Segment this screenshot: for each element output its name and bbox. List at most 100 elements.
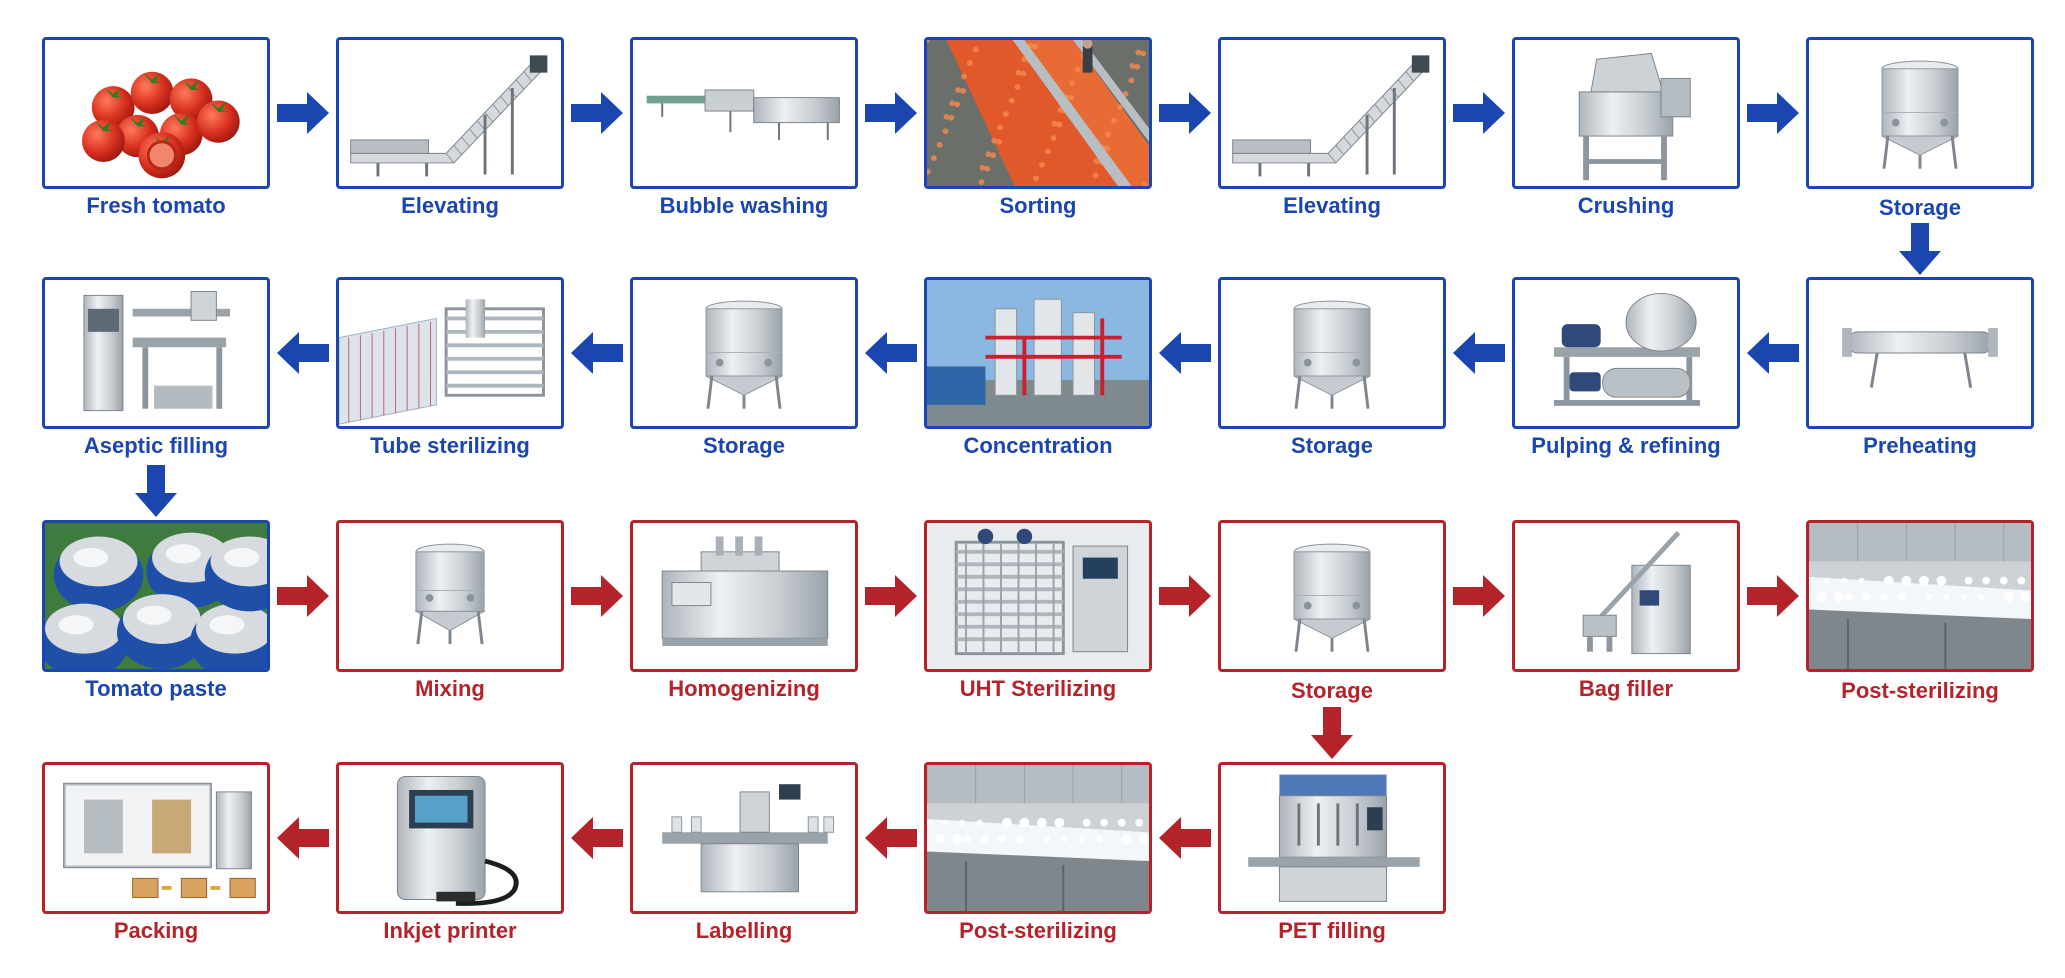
step-box-concentration — [924, 277, 1152, 429]
step-label-elevating-2: Elevating — [1283, 193, 1381, 218]
mixing-tank-icon — [414, 543, 486, 645]
inkjet-printer-icon — [396, 776, 519, 906]
arrow-uht-sterilizing-to-storage-4 — [1159, 575, 1211, 617]
arrow-elevating-2-to-crushing — [1453, 92, 1505, 134]
arrow-elevating-1-to-bubble-washing — [571, 92, 623, 134]
step-box-packing — [42, 762, 270, 914]
step-label-inkjet-printer: Inkjet printer — [383, 918, 517, 943]
arrow-storage-4-to-pet-filling — [1311, 707, 1353, 759]
tank-icon — [1293, 300, 1371, 409]
step-label-preheating: Preheating — [1863, 433, 1977, 458]
step-box-fresh-tomato — [42, 37, 270, 189]
uht-sterilizer-icon — [927, 523, 1149, 669]
step-label-storage-1: Storage — [1879, 195, 1961, 220]
step-label-tomato-paste: Tomato paste — [85, 676, 227, 701]
arrow-homogenizing-to-uht-sterilizing — [865, 575, 917, 617]
step-label-storage-3: Storage — [703, 433, 785, 458]
evaporator-photo-icon — [927, 280, 1149, 426]
tube-sterilizer-icon — [339, 299, 545, 425]
conveyor-elevator-icon — [1232, 55, 1430, 177]
step-label-crushing: Crushing — [1577, 193, 1675, 218]
arrow-sorting-to-elevating-2 — [1159, 92, 1211, 134]
step-label-sorting: Sorting — [999, 193, 1077, 218]
drums-photo-icon — [45, 523, 267, 669]
step-box-inkjet-printer — [336, 762, 564, 914]
step-label-uht-sterilizing: UHT Sterilizing — [959, 676, 1117, 701]
step-box-post-sterilizing-1 — [1806, 520, 2034, 672]
step-label-storage-4: Storage — [1291, 678, 1373, 703]
step-label-pet-filling: PET filling — [1278, 918, 1386, 943]
pulper-icon — [1553, 292, 1700, 406]
labeller-icon — [662, 784, 835, 893]
bag-filler-icon — [1582, 530, 1691, 655]
step-box-storage-4 — [1218, 520, 1446, 672]
step-box-labelling — [630, 762, 858, 914]
arrow-crushing-to-storage-1 — [1747, 92, 1799, 134]
arrow-pulping-refining-to-storage-2 — [1453, 332, 1505, 374]
arrow-inkjet-printer-to-packing — [277, 817, 329, 859]
tube-heater-icon — [1842, 328, 1998, 388]
water-bath-photo-icon — [1809, 523, 2031, 669]
step-label-pulping-refining: Pulping & refining — [1531, 433, 1721, 458]
arrow-preheating-to-pulping-refining — [1747, 332, 1799, 374]
step-label-bubble-washing: Bubble washing — [659, 193, 829, 218]
arrow-pet-filling-to-post-sterilizing-2 — [1159, 817, 1211, 859]
arrow-fresh-tomato-to-elevating-1 — [277, 92, 329, 134]
step-box-crushing — [1512, 37, 1740, 189]
step-box-homogenizing — [630, 520, 858, 672]
conveyor-elevator-icon — [350, 55, 548, 177]
step-box-storage-2 — [1218, 277, 1446, 429]
step-label-labelling: Labelling — [695, 918, 793, 943]
step-box-elevating-2 — [1218, 37, 1446, 189]
step-box-bag-filler — [1512, 520, 1740, 672]
step-box-uht-sterilizing — [924, 520, 1152, 672]
arrow-storage-2-to-concentration — [1159, 332, 1211, 374]
arrow-concentration-to-storage-3 — [865, 332, 917, 374]
tomatoes-icon — [82, 71, 240, 179]
step-label-tube-sterilizing: Tube sterilizing — [370, 433, 530, 458]
washing-line-icon — [646, 89, 840, 140]
step-box-preheating — [1806, 277, 2034, 429]
crusher-icon — [1578, 52, 1691, 181]
step-box-mixing — [336, 520, 564, 672]
step-box-tube-sterilizing — [336, 277, 564, 429]
arrow-storage-1-to-preheating — [1899, 223, 1941, 275]
arrow-tube-sterilizing-to-aseptic-filling — [277, 332, 329, 374]
step-label-concentration: Concentration — [963, 433, 1113, 458]
arrow-storage-4-to-bag-filler — [1453, 575, 1505, 617]
step-label-post-sterilizing-2: Post-sterilizing — [959, 918, 1117, 943]
step-label-storage-2: Storage — [1291, 433, 1373, 458]
step-box-sorting — [924, 37, 1152, 189]
arrow-storage-3-to-tube-sterilizing — [571, 332, 623, 374]
step-box-storage-1 — [1806, 37, 2034, 189]
step-label-elevating-1: Elevating — [401, 193, 499, 218]
step-label-fresh-tomato: Fresh tomato — [86, 193, 226, 218]
step-box-bubble-washing — [630, 37, 858, 189]
tank-icon — [705, 300, 783, 409]
step-box-post-sterilizing-2 — [924, 762, 1152, 914]
step-label-bag-filler: Bag filler — [1578, 676, 1674, 701]
step-box-pet-filling — [1218, 762, 1446, 914]
tank-icon — [1293, 543, 1371, 652]
step-label-homogenizing: Homogenizing — [668, 676, 820, 701]
packing-machine-icon — [63, 782, 256, 899]
step-box-aseptic-filling — [42, 277, 270, 429]
water-bath-photo-icon — [927, 765, 1149, 911]
arrow-aseptic-filling-to-tomato-paste — [135, 464, 177, 517]
step-box-tomato-paste — [42, 520, 270, 672]
step-label-packing: Packing — [113, 918, 199, 943]
arrow-bubble-washing-to-sorting — [865, 92, 917, 134]
arrow-post-sterilizing-2-to-labelling — [865, 817, 917, 859]
step-label-post-sterilizing-1: Post-sterilizing — [1841, 678, 1999, 703]
arrow-labelling-to-inkjet-printer — [571, 817, 623, 859]
homogenizer-icon — [661, 536, 829, 646]
step-box-pulping-refining — [1512, 277, 1740, 429]
arrow-bag-filler-to-post-sterilizing-1 — [1747, 575, 1799, 617]
pet-filler-icon — [1248, 774, 1420, 902]
aseptic-filler-icon — [83, 291, 230, 412]
arrow-tomato-paste-to-mixing — [277, 575, 329, 617]
tank-icon — [1881, 60, 1959, 169]
arrow-mixing-to-homogenizing — [571, 575, 623, 617]
step-box-elevating-1 — [336, 37, 564, 189]
